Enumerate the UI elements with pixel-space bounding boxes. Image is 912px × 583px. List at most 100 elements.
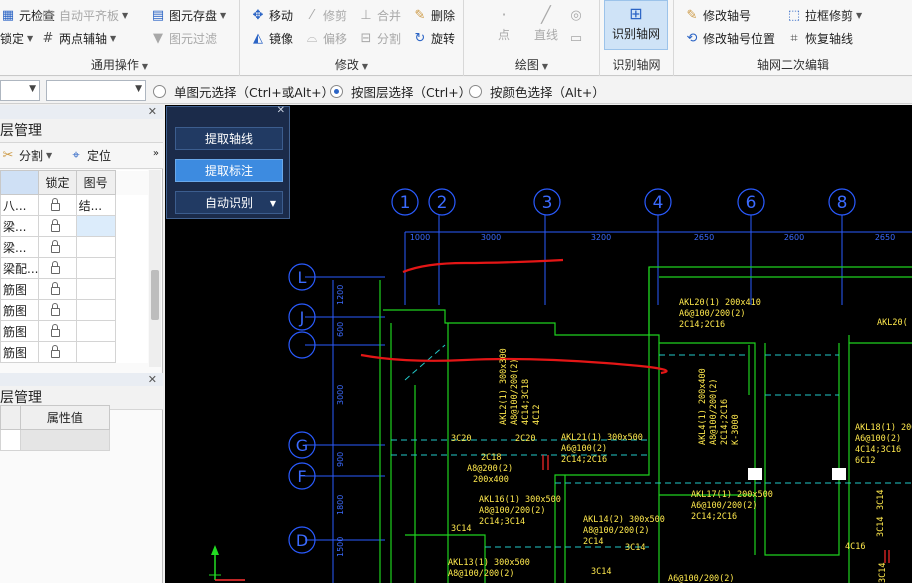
svg-text:4C16: 4C16 (845, 542, 865, 552)
split-button[interactable]: ✂ 分割▼ (0, 146, 53, 166)
axis-grid-icon: # (42, 31, 54, 46)
layer-management-panel: ✕ 层管理 ✂ 分割▼ ⌖ 定位 » 锁定 图号 八...结... 梁... 梁… (0, 105, 163, 583)
col-header-attr: 属性值 (19, 405, 111, 430)
move-button[interactable]: ✥ 移动 (250, 6, 293, 26)
left-axis-bubbles (288, 263, 316, 554)
check-icon: ▦ (1, 8, 15, 23)
filter-element-button[interactable]: ▼ 图元过滤 (150, 29, 217, 49)
draw-line-button[interactable]: ╱ 直线 (533, 5, 558, 42)
table-row[interactable]: 筋图 (0, 341, 148, 363)
lock-icon[interactable] (51, 303, 61, 316)
box-trim-button[interactable]: ⬚ 拉框修剪▼ (786, 6, 862, 26)
table-row[interactable]: 筋图 (0, 299, 148, 321)
table-row[interactable]: 梁配... (0, 257, 148, 279)
draw-circle-button[interactable]: ◎ (568, 6, 587, 26)
locate-button[interactable]: ⌖ 定位 (68, 146, 111, 166)
chevron-down-icon: ▼ (541, 62, 549, 71)
column-block (748, 468, 762, 480)
axis-label-left: G (296, 436, 308, 455)
recognize-axis-button[interactable]: ⊞ 识别轴网 (604, 0, 668, 50)
element-check-button[interactable]: ▦ 元检查 (1, 8, 56, 23)
svg-text:A8@100/200(2): A8@100/200(2) (479, 506, 546, 516)
svg-text:AKL20(: AKL20( (877, 318, 908, 328)
beam-annotations: AKL20(1) 200x410 A6@100/200(2) 2C14;2C16… (448, 298, 912, 583)
trim-button[interactable]: ⁄ 修剪 (304, 6, 347, 26)
floor-combo[interactable]: ▼ (46, 80, 146, 101)
lock-icon[interactable] (51, 240, 61, 253)
lock-button[interactable]: 锁定▼ (0, 29, 33, 49)
close-icon[interactable]: ✕ (276, 105, 285, 116)
svg-text:2C14;2C16: 2C14;2C16 (679, 320, 725, 330)
col-header-filler (115, 170, 148, 195)
svg-text:A6@100/200(2): A6@100/200(2) (691, 501, 758, 511)
lock-icon[interactable] (51, 282, 61, 295)
chevron-down-icon: ▼ (856, 11, 863, 20)
lock-icon[interactable] (51, 219, 61, 232)
ribbon: ▦ 元检查 锁定▼ ▥ 自动平齐板▼ # 两点辅轴▼ ▤ 图元存盘▼ ▼ 图元过… (0, 0, 912, 76)
layer-table: 锁定 图号 八...结... 梁... 梁... 梁配... 筋图 筋图 筋图 … (0, 170, 148, 363)
svg-text:A6@100(2): A6@100(2) (561, 444, 607, 454)
table-row[interactable] (0, 429, 111, 451)
draw-point-button[interactable]: · 点 (486, 2, 522, 54)
svg-text:3C14: 3C14 (876, 490, 886, 510)
lock-icon[interactable] (51, 198, 61, 211)
split-button[interactable]: ⊟ 分割 (358, 29, 401, 49)
col-header-no: 图号 (75, 170, 116, 195)
radio-color-select[interactable]: 按颜色选择（Alt+） (469, 82, 605, 101)
chevron-down-icon: ▼ (220, 11, 227, 20)
panel-title: 层管理 (0, 119, 163, 143)
chevron-down-icon: ▼ (122, 11, 129, 20)
auto-align-slab-button[interactable]: ▥ 自动平齐板▼ (40, 6, 128, 26)
draw-rect-button[interactable]: ▭ (568, 29, 587, 49)
offset-button[interactable]: ⌓ 偏移 (304, 29, 347, 49)
group-label-modify: 修改 (334, 58, 359, 72)
merge-button[interactable]: ⊥ 合并 (358, 6, 401, 26)
radio-layer-select[interactable]: 按图层选择（Ctrl+） (330, 82, 471, 101)
extract-axis-button[interactable]: 提取轴线 (175, 127, 283, 150)
store-element-button[interactable]: ▤ 图元存盘▼ (150, 6, 226, 26)
dim-label-top: 2600 (784, 233, 804, 242)
lock-icon[interactable] (51, 261, 61, 274)
box-trim-icon: ⬚ (787, 8, 801, 23)
dim-label-top: 3000 (481, 233, 501, 242)
radio-single-select[interactable]: 单图元选择（Ctrl+或Alt+） (153, 82, 334, 101)
restore-axis-button[interactable]: ⌗ 恢复轴线 (786, 29, 853, 49)
group-label-draw: 绘图 (514, 58, 539, 72)
layer-combo[interactable]: ▼ (0, 80, 40, 101)
locate-icon: ⌖ (72, 148, 80, 163)
close-icon[interactable]: ✕ (147, 105, 157, 118)
lock-icon[interactable] (51, 345, 61, 358)
svg-text:AKL14(2) 300x500: AKL14(2) 300x500 (583, 515, 665, 525)
rotate-button[interactable]: ↻ 旋转 (412, 29, 455, 49)
svg-text:A6@100(2): A6@100(2) (855, 434, 901, 444)
axis-label-top: 3 (542, 193, 553, 213)
move-icon: ✥ (252, 8, 264, 23)
table-row[interactable]: 筋图 (0, 320, 148, 342)
axis-label-top: 6 (746, 193, 757, 213)
delete-button[interactable]: ✎ 删除 (412, 6, 455, 26)
modify-axis-number-button[interactable]: ✎ 修改轴号 (684, 6, 751, 26)
auto-recognize-button[interactable]: 自动识别 ▼ (175, 191, 283, 214)
two-point-axis-button[interactable]: # 两点辅轴▼ (40, 29, 117, 49)
dim-label-top: 1000 (410, 233, 430, 242)
table-row[interactable]: 梁... (0, 236, 148, 258)
extract-label-button[interactable]: 提取标注 (175, 159, 283, 182)
table-scrollbar[interactable] (149, 170, 161, 367)
close-icon[interactable]: ✕ (147, 373, 157, 386)
table-row[interactable]: 筋图 (0, 278, 148, 300)
dim-label-left: 1200 (336, 285, 345, 305)
circle-icon: ◎ (570, 8, 582, 23)
scrollbar-thumb[interactable] (151, 270, 159, 320)
svg-text:AKL18(1) 200x: AKL18(1) 200x (855, 423, 912, 433)
svg-text:A6@100/200(2): A6@100/200(2) (668, 574, 735, 583)
mirror-button[interactable]: ◭ 镜像 (250, 29, 293, 49)
svg-text:AKL16(1) 300x500: AKL16(1) 300x500 (479, 495, 561, 505)
lock-icon[interactable] (51, 324, 61, 337)
table-row[interactable]: 梁... (0, 215, 148, 237)
col-header-name (0, 170, 40, 195)
double-chevron-right-icon[interactable]: » (152, 148, 159, 159)
rotate-icon: ↻ (414, 31, 426, 46)
modify-axis-number-position-button[interactable]: ⟲ 修改轴号位置 (684, 29, 775, 49)
svg-text:A8@100/200(2): A8@100/200(2) (583, 526, 650, 536)
table-row[interactable]: 八...结... (0, 194, 148, 216)
